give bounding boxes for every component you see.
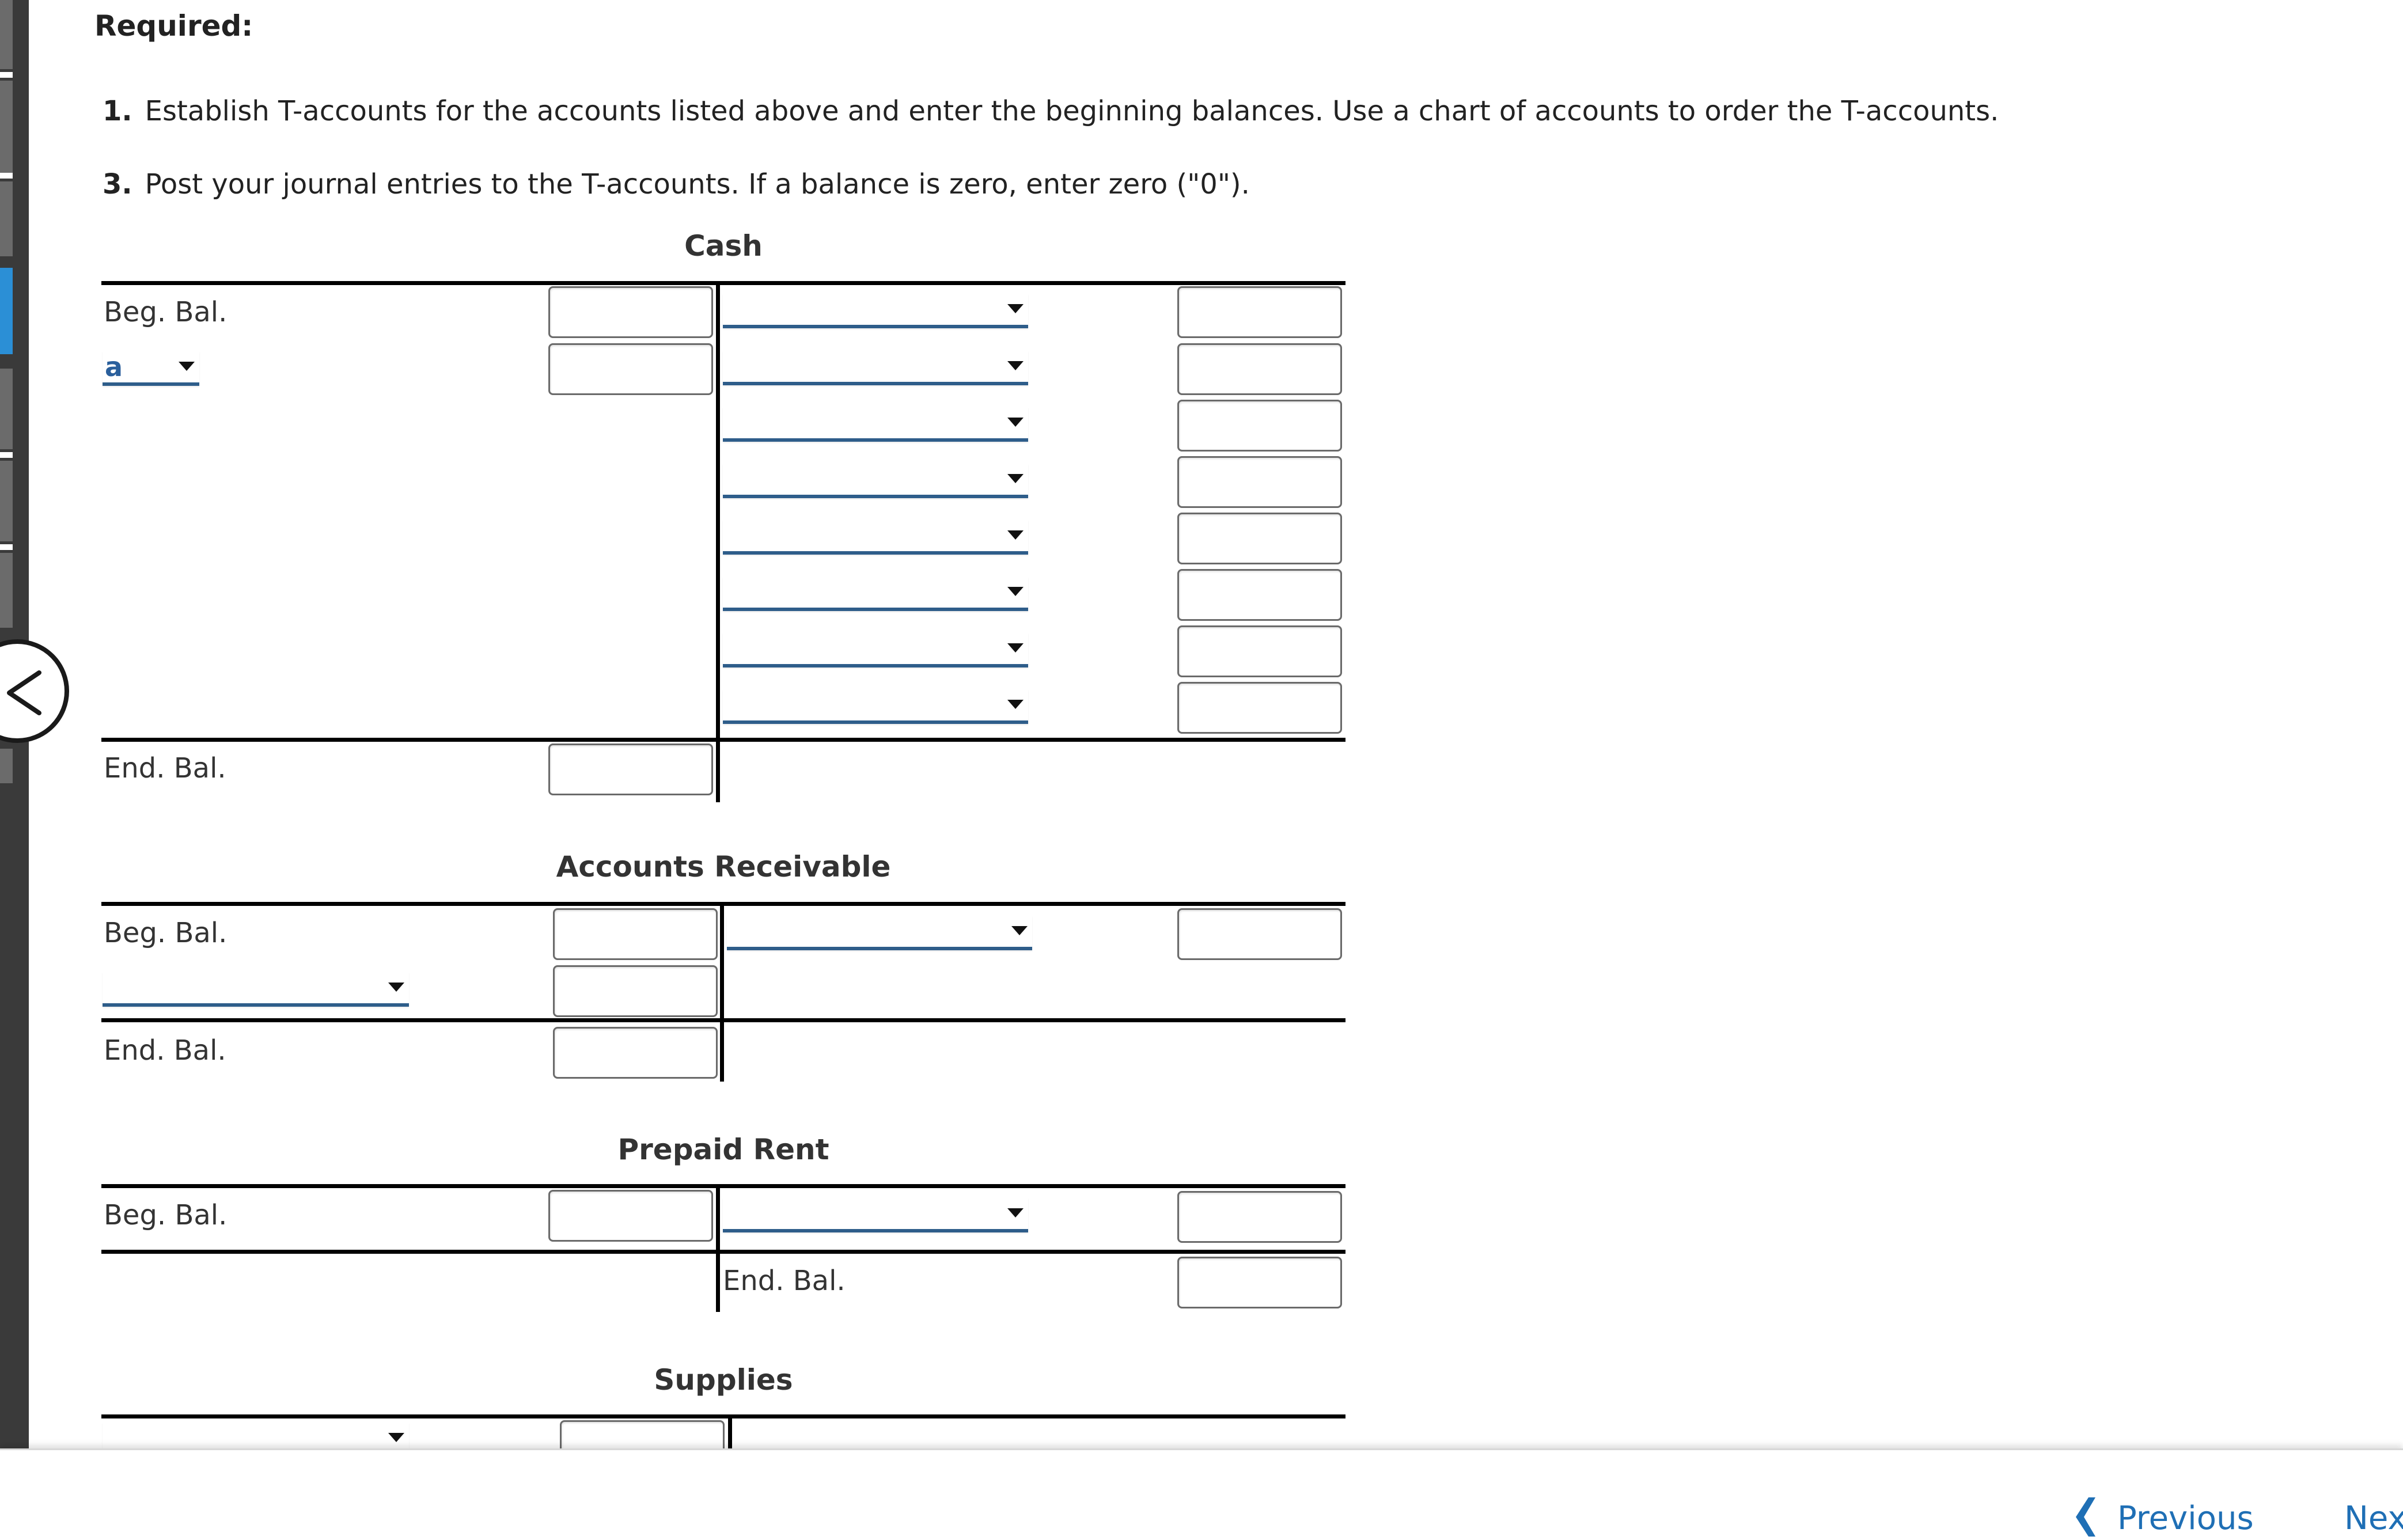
ar-end-bal-input[interactable] xyxy=(553,1027,718,1079)
cash-debit-ref-select[interactable]: a xyxy=(103,351,199,386)
dropdown-arrow-icon xyxy=(1007,361,1024,370)
t-account-center-line xyxy=(716,281,720,802)
prepaid-credit-ref-select[interactable] xyxy=(723,1198,1028,1232)
sidebar-tab[interactable] xyxy=(0,0,13,69)
cash-credit-ref-select[interactable] xyxy=(723,576,1028,611)
sidebar-divider xyxy=(0,173,13,179)
ar-credit-amount-input[interactable] xyxy=(1177,908,1342,960)
ar-credit-ref-select[interactable] xyxy=(727,916,1032,950)
beg-bal-label: Beg. Bal. xyxy=(104,296,228,328)
sidebar-tab[interactable] xyxy=(0,553,13,628)
t-account-center-line xyxy=(716,1184,720,1312)
dropdown-arrow-icon xyxy=(1007,1208,1024,1217)
t-account-top-line xyxy=(101,281,1345,285)
end-bal-label: End. Bal. xyxy=(104,752,226,784)
cash-credit-amount-input[interactable] xyxy=(1177,569,1342,621)
cash-credit-ref-select[interactable] xyxy=(723,294,1028,328)
cash-debit-amount-input[interactable] xyxy=(548,343,713,395)
next-button[interactable]: Nex xyxy=(2344,1500,2403,1537)
ar-beg-bal-debit-input[interactable] xyxy=(553,908,718,960)
dropdown-arrow-icon xyxy=(1007,643,1024,653)
dropdown-arrow-icon xyxy=(179,362,195,371)
cash-credit-ref-select[interactable] xyxy=(723,351,1028,385)
dropdown-arrow-icon xyxy=(388,983,404,992)
required-heading: Required: xyxy=(94,9,253,43)
instruction-text: Post your journal entries to the T-accou… xyxy=(145,168,1250,200)
cash-credit-ref-select[interactable] xyxy=(723,520,1028,555)
dropdown-arrow-icon xyxy=(1007,530,1024,540)
sidebar-divider xyxy=(0,544,13,550)
select-value: a xyxy=(105,351,123,382)
sidebar-tab-active[interactable] xyxy=(0,268,13,354)
t-account-title-cash: Cash xyxy=(684,229,763,263)
instruction-text: Establish T-accounts for the accounts li… xyxy=(145,95,1999,127)
t-account-bottom-line xyxy=(101,1250,1345,1254)
t-account-center-line xyxy=(720,902,724,1082)
instruction-number: 3. xyxy=(103,168,132,200)
instruction-number: 1. xyxy=(103,95,132,127)
cash-credit-amount-input[interactable] xyxy=(1177,625,1342,677)
t-account-bottom-line xyxy=(101,738,1345,742)
cash-end-bal-input[interactable] xyxy=(548,744,713,795)
chevron-left-icon xyxy=(7,670,41,715)
t-account-bottom-line xyxy=(101,1018,1345,1022)
chevron-left-icon xyxy=(2076,1497,2095,1537)
end-bal-label: End. Bal. xyxy=(723,1265,846,1297)
dropdown-arrow-icon xyxy=(1007,304,1024,313)
prepaid-end-bal-input[interactable] xyxy=(1177,1257,1342,1308)
beg-bal-label: Beg. Bal. xyxy=(104,917,228,949)
cash-credit-amount-input[interactable] xyxy=(1177,343,1342,395)
prepaid-credit-amount-input[interactable] xyxy=(1177,1191,1342,1243)
sidebar-tab[interactable] xyxy=(0,81,13,173)
dropdown-arrow-icon xyxy=(1011,926,1028,935)
cash-credit-ref-select[interactable] xyxy=(723,633,1028,667)
cash-credit-amount-input[interactable] xyxy=(1177,400,1342,452)
left-sidebar-strip xyxy=(0,0,29,1538)
cash-credit-amount-input[interactable] xyxy=(1177,286,1342,338)
sidebar-tab[interactable] xyxy=(0,749,13,783)
dropdown-arrow-icon xyxy=(1007,418,1024,427)
collapse-panel-button[interactable] xyxy=(0,639,69,743)
sidebar-tab[interactable] xyxy=(0,181,13,256)
cash-credit-ref-select[interactable] xyxy=(723,464,1028,498)
previous-label: Previous xyxy=(2117,1500,2254,1537)
prepaid-beg-bal-debit-input[interactable] xyxy=(548,1190,713,1242)
ar-debit-ref-select[interactable] xyxy=(103,972,409,1007)
dropdown-arrow-icon xyxy=(1007,474,1024,483)
t-account-title-prepaid-rent: Prepaid Rent xyxy=(617,1133,829,1166)
cash-credit-amount-input[interactable] xyxy=(1177,513,1342,564)
end-bal-label: End. Bal. xyxy=(104,1034,226,1067)
cash-beg-bal-debit-input[interactable] xyxy=(548,286,713,338)
cash-credit-ref-select[interactable] xyxy=(723,407,1028,442)
cash-credit-ref-select[interactable] xyxy=(723,689,1028,724)
dropdown-arrow-icon xyxy=(1007,587,1024,596)
instruction-1: 1. Establish T-accounts for the accounts … xyxy=(103,95,1999,127)
sidebar-tab[interactable] xyxy=(0,461,13,541)
beg-bal-label: Beg. Bal. xyxy=(104,1199,228,1231)
t-account-title-accounts-receivable: Accounts Receivable xyxy=(556,850,891,883)
t-account-top-line xyxy=(101,1414,1345,1418)
instruction-3: 3. Post your journal entries to the T-acc… xyxy=(103,168,1250,200)
t-account-top-line xyxy=(101,1184,1345,1188)
dropdown-arrow-icon xyxy=(1007,700,1024,709)
dropdown-arrow-icon xyxy=(388,1433,404,1442)
sidebar-tab[interactable] xyxy=(0,369,13,449)
bottom-navigation-bar: Previous Nex xyxy=(0,1448,2403,1540)
sidebar-divider xyxy=(0,72,13,78)
sidebar-divider xyxy=(0,452,13,458)
cash-credit-amount-input[interactable] xyxy=(1177,682,1342,734)
ar-debit-amount-input[interactable] xyxy=(553,965,718,1017)
t-account-title-supplies: Supplies xyxy=(654,1363,793,1397)
t-account-center-line xyxy=(728,1414,732,1461)
cash-credit-amount-input[interactable] xyxy=(1177,456,1342,508)
